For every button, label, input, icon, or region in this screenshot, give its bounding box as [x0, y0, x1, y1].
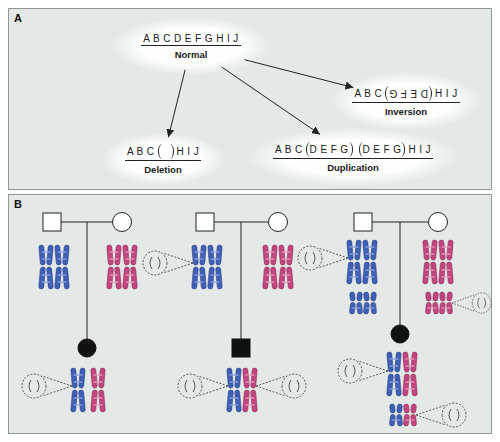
gene-sequence: A B CD E F GD E F GH I J	[273, 142, 433, 159]
bubble-glow	[111, 17, 271, 75]
parenthesis	[401, 142, 405, 157]
mother-circle	[113, 213, 132, 232]
state-label-row: Inversion	[385, 106, 427, 117]
descent-line	[87, 222, 88, 339]
panel-letter: A	[14, 12, 22, 24]
parenthesis	[349, 142, 353, 157]
father-square	[354, 213, 372, 231]
parenthesis	[306, 142, 310, 157]
mother-circle	[429, 213, 448, 232]
chromosome-bubble: A B C D E F G H I J Inversion	[331, 72, 481, 130]
affected-daughter	[78, 339, 96, 357]
parenthesis	[158, 144, 162, 159]
state-label-row: Deletion	[144, 164, 181, 175]
bubble-glow	[111, 17, 271, 75]
parenthesis	[385, 86, 389, 101]
state-label-row: Normal	[175, 49, 208, 60]
gene-letters: A B C	[354, 88, 382, 99]
bubble-glow	[101, 133, 225, 185]
chromosome-bubble: A B C H I J Deletion	[101, 133, 225, 185]
gene-sequence: A B CH I J	[125, 144, 201, 161]
state-label: Normal	[175, 49, 208, 60]
bubble-glow	[331, 72, 481, 130]
gene-letters: H I J	[435, 88, 458, 99]
father-square	[43, 213, 61, 231]
affected-daughter	[391, 325, 409, 343]
parenthesis	[428, 86, 432, 101]
gene-sequence: A B C D E F G H I J	[141, 33, 240, 46]
bubble-glow	[247, 128, 459, 186]
state-label-row: Duplication	[327, 162, 379, 173]
figure-panel: A A B C D E F G H I J Normal A B C D E F G H …	[8, 8, 492, 190]
gene-letters: A B C D E F G H I J	[143, 33, 238, 44]
gene-letters: D E F G	[310, 144, 349, 155]
father-square	[196, 213, 214, 231]
gene-letters: D E F G	[363, 144, 402, 155]
gene-letters: H I J	[177, 146, 200, 157]
chromosome-bubble: A B C D E F G D E F G H I J Duplication	[247, 128, 459, 186]
gene-sequence: A B C D E F G H I J	[352, 86, 459, 103]
gene-letters: H I J	[408, 144, 431, 155]
panel-letter: B	[14, 198, 22, 210]
bubble-glow	[331, 72, 481, 130]
descent-line	[400, 222, 401, 325]
state-label: Deletion	[144, 164, 181, 175]
gene-letters: A B C	[275, 144, 303, 155]
gene-letters: A B C	[127, 146, 155, 157]
affected-son	[232, 339, 250, 357]
chromosome-bubble: A B C D E F G H I J Normal	[111, 17, 271, 75]
bubble-glow	[101, 133, 225, 185]
state-label: Inversion	[385, 106, 427, 117]
state-label: Duplication	[327, 162, 379, 173]
gene-letters: D E F G	[389, 88, 428, 99]
mother-circle	[269, 213, 288, 232]
parenthesis	[359, 142, 363, 157]
parenthesis	[170, 144, 174, 159]
descent-line	[241, 222, 242, 339]
bubble-glow	[247, 128, 459, 186]
